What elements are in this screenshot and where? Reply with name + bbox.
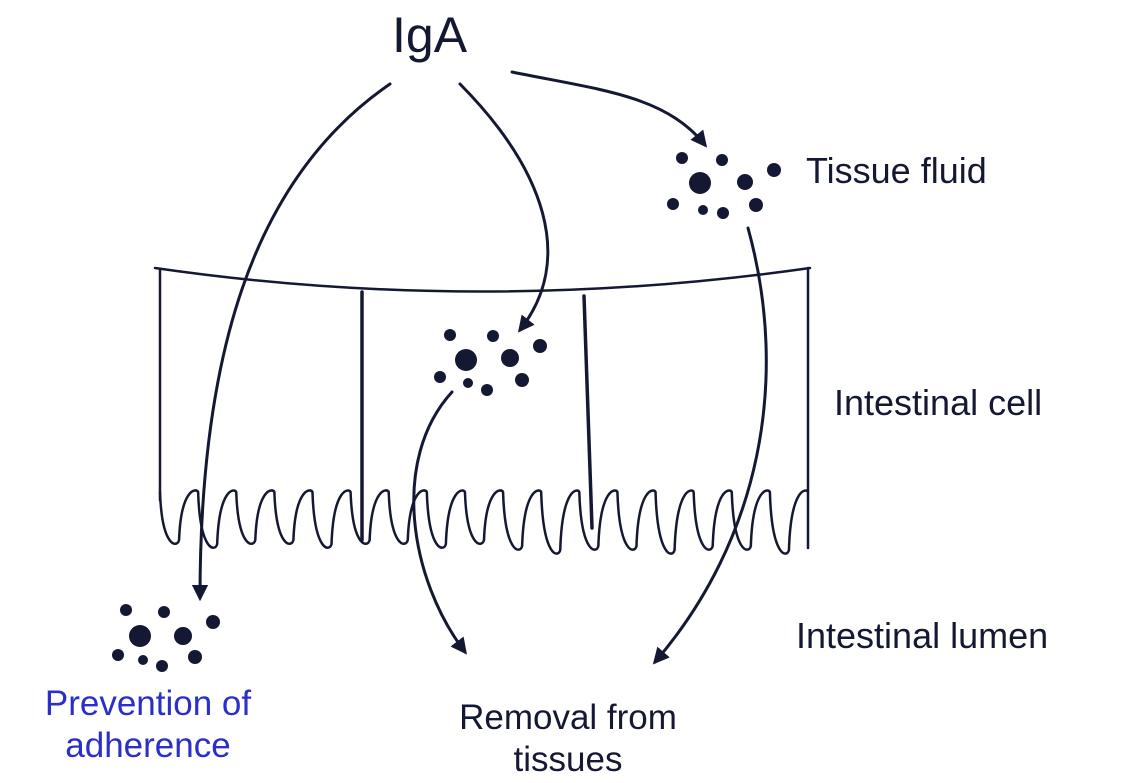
label-removal-from-tissues: Removal from tissues	[408, 697, 728, 781]
arrow-tissue-fluid-to-lumen	[655, 228, 766, 662]
label-tissue-fluid: Tissue fluid	[806, 150, 987, 192]
label-intestinal-cell: Intestinal cell	[834, 382, 1042, 424]
removal-line-1: Removal from	[408, 697, 728, 739]
prevention-line-2: adherence	[8, 725, 288, 767]
diagram-title-iga: IgA	[392, 6, 467, 64]
iga-cluster-lumen	[112, 604, 220, 672]
arrow-cell-to-removal	[414, 392, 465, 652]
prevention-line-1: Prevention of	[8, 683, 288, 725]
label-prevention-of-adherence: Prevention of adherence	[8, 683, 288, 767]
label-intestinal-lumen: Intestinal lumen	[796, 615, 1048, 657]
microvilli-border	[160, 490, 808, 553]
iga-cluster-tissue-fluid	[667, 152, 781, 219]
iga-cluster-intestinal-cell	[434, 329, 547, 396]
removal-line-2: tissues	[408, 739, 728, 781]
epithelium-apical-curve	[155, 268, 810, 292]
arrow-iga-to-tissue-fluid	[512, 72, 705, 145]
arrow-iga-to-cell	[460, 84, 548, 330]
intestinal-epithelium	[155, 268, 810, 554]
cell-boundary-right	[584, 296, 592, 528]
